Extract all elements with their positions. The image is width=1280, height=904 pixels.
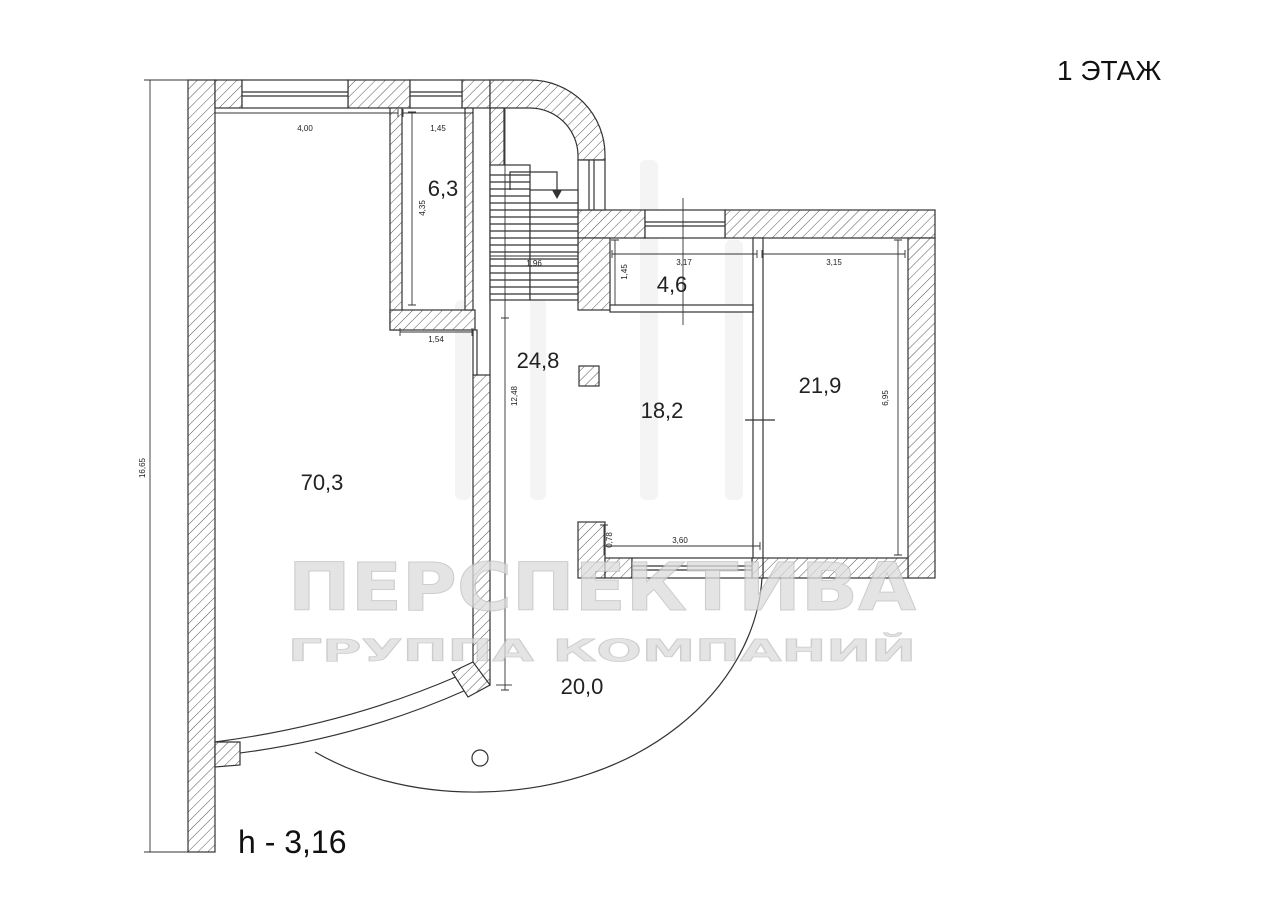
right-top-wall [577,209,646,239]
windows [241,79,753,579]
room-area-office-center: 18,2 [641,398,684,423]
glass-wall-cap [451,661,491,698]
top-wall-segment [214,79,243,109]
storage-right-wall [464,107,474,311]
room-area-corridor: 24,8 [517,348,560,373]
window [241,79,349,109]
glass-wall-inner [214,689,467,757]
dim-storage-length: 4,35 [418,200,427,216]
dim-office-right-length: 6,95 [881,390,890,406]
room-area-storage: 6,3 [428,176,459,201]
dim-office-right-width: 3,15 [826,258,842,267]
top-wall-segment [347,79,411,109]
office-partition [752,237,764,559]
stair-direction-arrow [509,171,558,192]
dim-stair-width: 1,96 [526,259,542,268]
window [631,557,753,579]
right-outer-wall [907,237,936,579]
curved-corner-wall [489,79,606,161]
room-area-vestibule: 20,0 [561,674,604,699]
dim-main-hall-width: 4,00 [297,124,313,133]
glass-wall-cap [214,741,241,768]
dim-small-room-width: 3,17 [676,258,692,267]
dim-storage-width: 1,45 [430,124,446,133]
dim-total-height: 16,65 [138,457,147,478]
doorway-frame [472,329,478,376]
storage-bottom-wall [389,309,476,331]
watermark-subtitle: ГРУППА КОМПАНИЙ [288,633,916,669]
ceiling-height-label: h - 3,16 [238,824,347,860]
dim-small-room-depth: 1,45 [620,264,629,280]
window [644,209,726,239]
window [577,159,606,211]
left-outer-wall [187,79,216,853]
dim-office-center-width: 3,60 [672,536,688,545]
glass-wall-outer [214,675,459,743]
dim-storage-bottom: 1,54 [428,335,444,344]
column [471,749,489,767]
room-area-small-room: 4,6 [657,272,688,297]
staircase [489,164,579,301]
ventilation-shaft [578,365,600,387]
vestibule-curved-wall [314,577,763,793]
storage-left-wall [389,107,403,331]
top-wall-segment [461,79,491,109]
right-top-wall [724,209,936,239]
stair-side-wall [489,107,505,167]
small-room-partition [609,304,754,313]
small-room-left-wall [577,237,611,311]
arrowhead-icon [552,190,562,199]
window [409,79,463,109]
room-area-office-right: 21,9 [799,373,842,398]
floor-label: 1 ЭТАЖ [1057,55,1161,86]
dim-niche-depth: 0,78 [605,532,614,548]
dim-corridor-length: 12,48 [510,385,519,406]
dimension-lines [144,79,906,853]
room-area-main-hall: 70,3 [301,470,344,495]
watermark-name: ПЕРСПЕКТИВА [288,549,916,626]
vestibule [214,198,775,793]
